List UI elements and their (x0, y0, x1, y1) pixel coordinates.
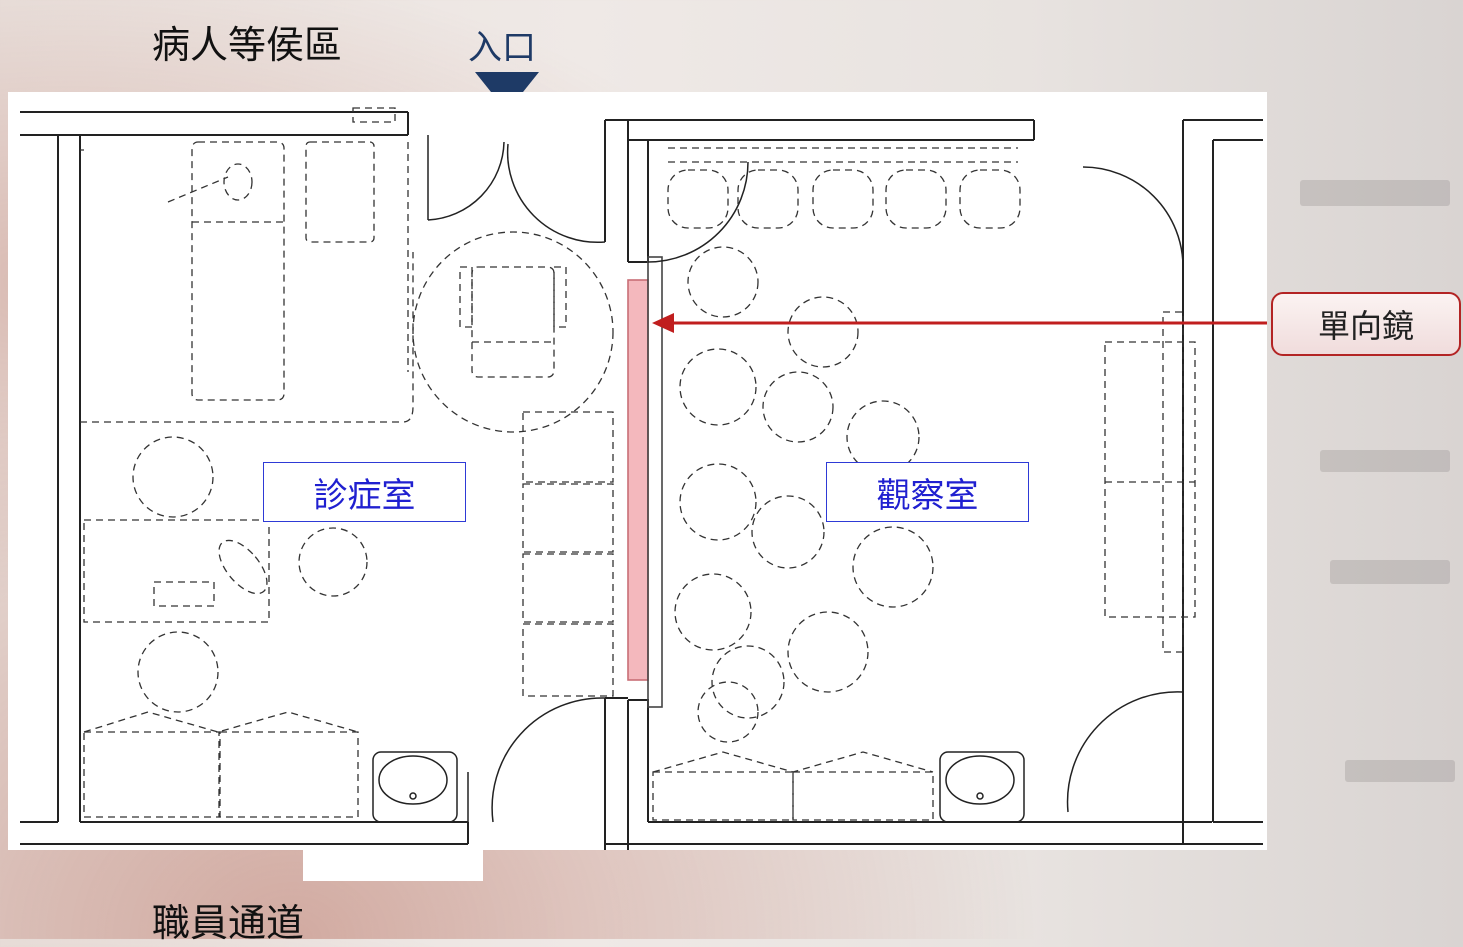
background-stripe (1320, 450, 1450, 472)
waiting-area-label: 病人等侯區 (152, 23, 343, 67)
observation-room-label: 觀察室 (826, 462, 1029, 522)
plan-bottom-pad (303, 849, 483, 881)
sink-right (939, 751, 1025, 823)
doors (427, 135, 1184, 823)
entrance-label: 入口 (468, 28, 536, 68)
one-way-mirror (627, 279, 649, 681)
background-stripe (1345, 760, 1455, 782)
background-stripe (1330, 560, 1450, 584)
background-stripe (1300, 180, 1450, 206)
one-way-mirror-callout: 單向鏡 (1271, 292, 1461, 356)
callout-arrow (652, 313, 1267, 333)
sink-left (372, 751, 458, 823)
staff-corridor-label: 職員通道 (152, 901, 305, 945)
consultation-room-label: 診症室 (263, 462, 466, 522)
floor-plan: 診症室 觀察室 (8, 92, 1267, 850)
